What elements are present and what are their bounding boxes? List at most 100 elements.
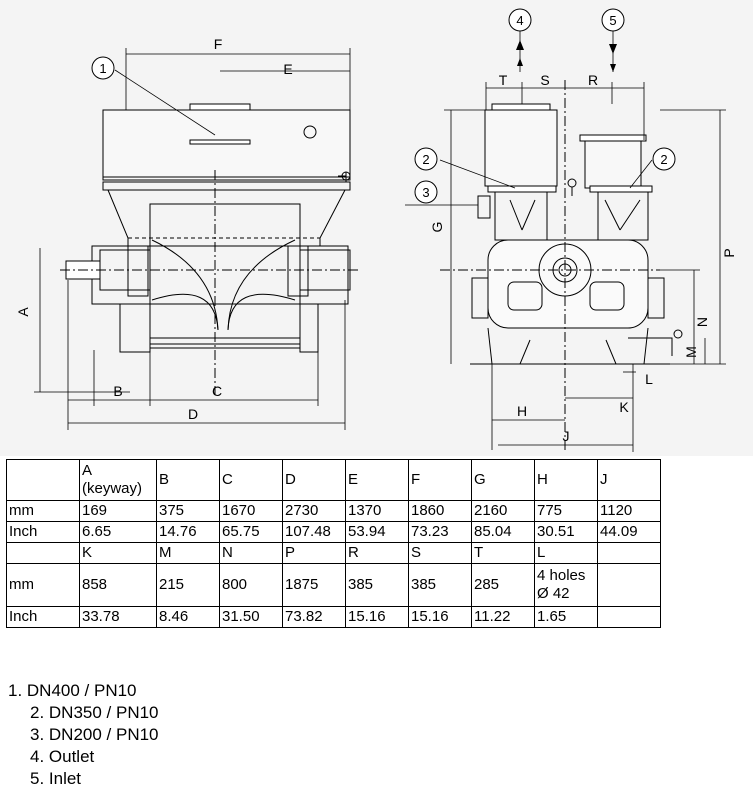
table-cell: 33.78 <box>79 606 157 628</box>
table-row: mm 169 375 1670 2730 1370 1860 2160 775 … <box>6 500 661 522</box>
dim-label-G: G <box>429 222 445 233</box>
table-cell: Inch <box>6 521 80 543</box>
table-cell: J <box>597 459 661 501</box>
table-cell: 14.76 <box>156 521 220 543</box>
table-cell <box>597 563 661 607</box>
table-cell <box>6 459 80 501</box>
table-cell: 107.48 <box>282 521 346 543</box>
table-row: Inch 6.65 14.76 65.75 107.48 53.94 73.23… <box>6 521 661 543</box>
side-view-dim-labels: F E A B C D <box>15 36 293 422</box>
table-cell: H <box>534 459 598 501</box>
table-cell: mm <box>6 500 80 522</box>
table-row: Inch 33.78 8.46 31.50 73.82 15.16 15.16 … <box>6 606 661 628</box>
table-cell: 4 holes Ø 42 <box>534 563 598 607</box>
dim-label-K: K <box>619 399 629 415</box>
table-cell: 31.50 <box>219 606 283 628</box>
table-cell: 53.94 <box>345 521 409 543</box>
table-cell: 44.09 <box>597 521 661 543</box>
table-row: K M N P R S T L <box>6 542 661 564</box>
table-cell: M <box>156 542 220 564</box>
table-cell: A (keyway) <box>79 459 157 501</box>
pump-technical-drawing: F E A B C D 1 <box>0 0 753 456</box>
front-view <box>405 30 726 452</box>
table-cell: 30.51 <box>534 521 598 543</box>
table-cell: 1670 <box>219 500 283 522</box>
table-cell: 1370 <box>345 500 409 522</box>
table-row: mm 858 215 800 1875 385 385 285 4 holes … <box>6 563 661 607</box>
dim-label-F: F <box>214 36 223 52</box>
table-cell: 385 <box>408 563 472 607</box>
callout-2-left-label: 2 <box>422 152 429 167</box>
legend-item: 4. Outlet <box>30 747 95 766</box>
legend-item: 5. Inlet <box>30 769 82 788</box>
table-cell: 6.65 <box>79 521 157 543</box>
table-cell: L <box>534 542 598 564</box>
table-cell: 375 <box>156 500 220 522</box>
table-cell <box>597 542 661 564</box>
callout-5: 5 <box>601 8 625 32</box>
table-cell: S <box>408 542 472 564</box>
table-cell: 65.75 <box>219 521 283 543</box>
table-cell: T <box>471 542 535 564</box>
table-cell: 858 <box>79 563 157 607</box>
connection-legend: 1. DN400 / PN10 2. DN350 / PN10 3. DN200… <box>8 680 159 790</box>
table-cell: P <box>282 542 346 564</box>
table-cell: 2160 <box>471 500 535 522</box>
table-cell: 169 <box>79 500 157 522</box>
table-cell: 285 <box>471 563 535 607</box>
callout-4: 4 <box>508 8 532 32</box>
inlet-arrow-icon <box>609 44 617 72</box>
table-cell: 85.04 <box>471 521 535 543</box>
callout-2-left: 2 <box>414 147 438 171</box>
outlet-arrow-icon <box>516 40 524 66</box>
table-cell: 8.46 <box>156 606 220 628</box>
table-cell: R <box>345 542 409 564</box>
dim-label-M: M <box>683 346 699 358</box>
dim-label-R: R <box>588 72 598 88</box>
legend-item: 3. DN200 / PN10 <box>30 725 159 744</box>
table-cell: N <box>219 542 283 564</box>
table-cell: K <box>79 542 157 564</box>
table-cell: 775 <box>534 500 598 522</box>
table-row: A (keyway) B C D E F G H J <box>6 459 661 501</box>
table-cell: 1.65 <box>534 606 598 628</box>
table-cell: 385 <box>345 563 409 607</box>
table-cell <box>597 606 661 628</box>
table-cell: G <box>471 459 535 501</box>
dim-label-N: N <box>694 317 710 327</box>
table-cell: D <box>282 459 346 501</box>
dim-label-P: P <box>721 248 737 257</box>
table-cell: B <box>156 459 220 501</box>
table-cell: 1120 <box>597 500 661 522</box>
dim-label-J: J <box>563 428 570 444</box>
table-cell: 73.82 <box>282 606 346 628</box>
callout-2-right-label: 2 <box>660 152 667 167</box>
table-cell: 800 <box>219 563 283 607</box>
callout-1-label: 1 <box>99 61 106 76</box>
callout-3: 3 <box>414 180 438 204</box>
dimension-table: A (keyway) B C D E F G H J mm 169 375 16… <box>6 459 661 628</box>
dim-label-L: L <box>645 371 653 387</box>
table-cell: 1875 <box>282 563 346 607</box>
callouts-front: 4 5 2 3 2 <box>414 8 676 204</box>
table-cell: 215 <box>156 563 220 607</box>
front-view-dim-labels: T S R G P N M L K H J <box>429 72 737 444</box>
table-cell: 2730 <box>282 500 346 522</box>
table-cell: Inch <box>6 606 80 628</box>
legend-item: 2. DN350 / PN10 <box>30 703 159 722</box>
dim-label-E: E <box>283 61 292 77</box>
dim-label-H: H <box>517 403 527 419</box>
side-view <box>34 48 360 430</box>
callout-2-right: 2 <box>652 147 676 171</box>
callout-4-label: 4 <box>516 13 523 28</box>
table-cell: E <box>345 459 409 501</box>
table-cell: 15.16 <box>408 606 472 628</box>
table-cell: mm <box>6 563 80 607</box>
dim-label-S: S <box>540 72 549 88</box>
table-cell: 73.23 <box>408 521 472 543</box>
dim-label-A: A <box>15 307 31 317</box>
table-cell: 15.16 <box>345 606 409 628</box>
callout-1: 1 <box>91 56 115 80</box>
dim-label-T: T <box>499 72 508 88</box>
table-cell: 11.22 <box>471 606 535 628</box>
